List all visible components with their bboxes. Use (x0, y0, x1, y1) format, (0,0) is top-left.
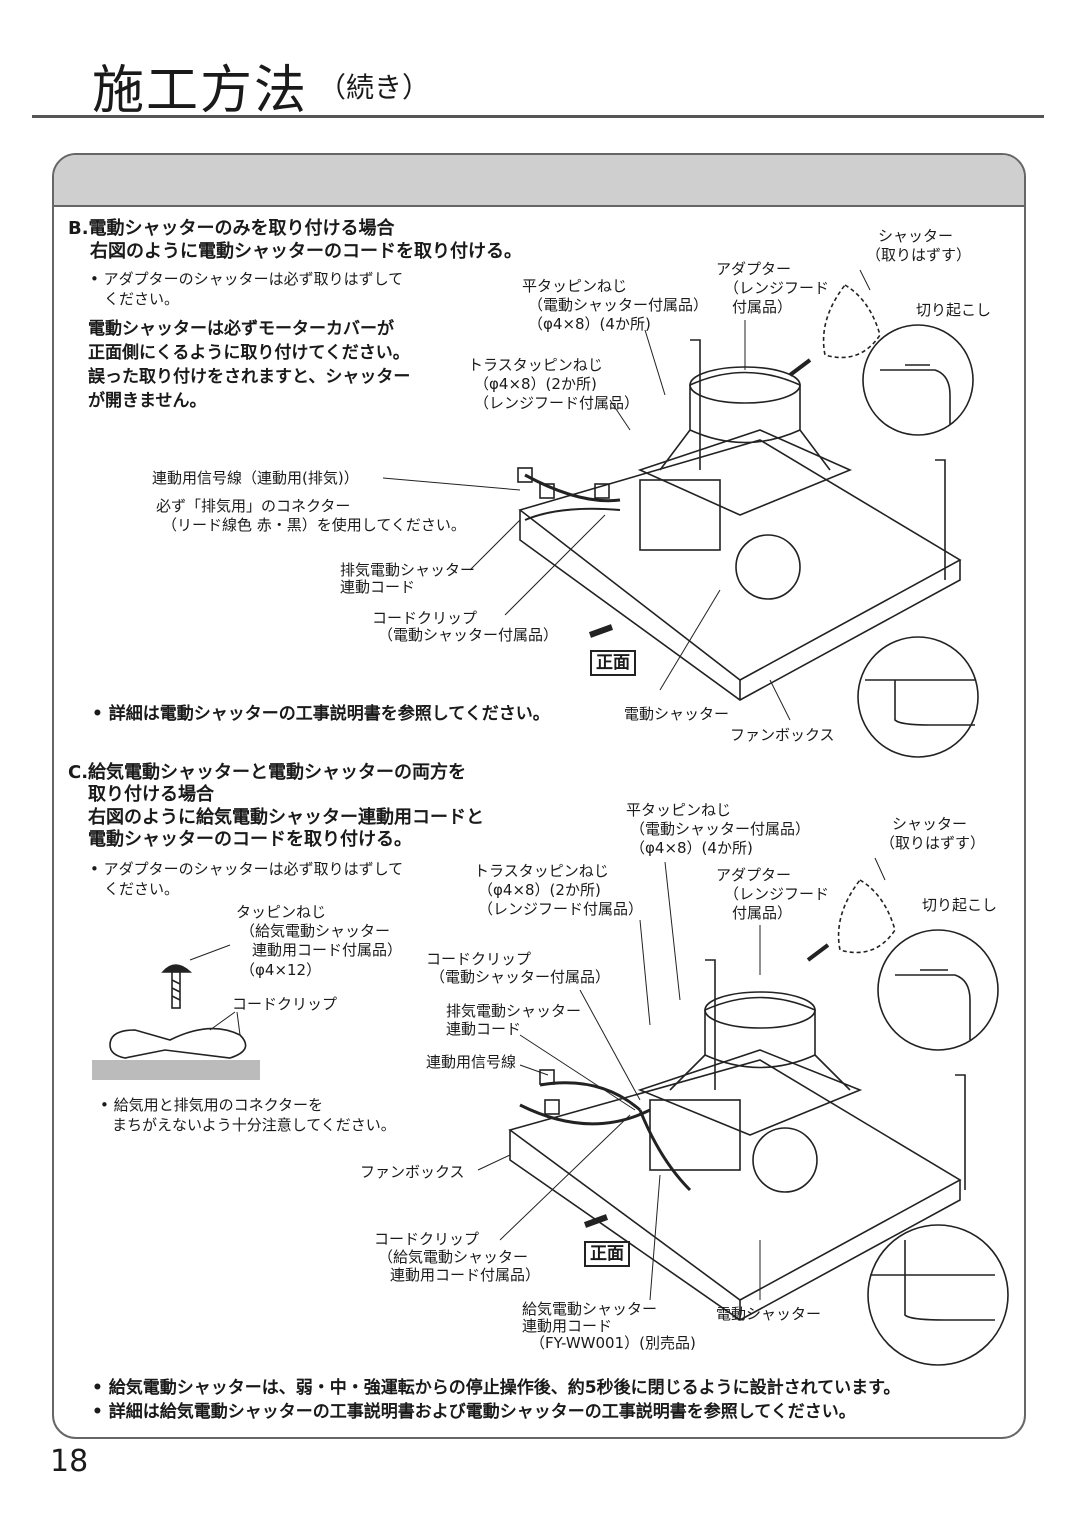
b-label-truss-screw-2: （φ4×8）(2か所) (474, 375, 597, 393)
c-label-cord-clip-bottom-2: （給気電動シャッター (378, 1248, 529, 1266)
b-label-flat-screw-3: （φ4×8）(4か所) (528, 315, 651, 333)
c-tapping-screw-2: （給気電動シャッター (240, 922, 391, 940)
c-tapping-screw-3: 連動用コード付属品） (252, 941, 403, 959)
b-label-cord-clip-2: （電動シャッター付属品） (378, 626, 559, 644)
c-label-flat-screw: 平タッピンねじ (626, 801, 732, 819)
section-c-note-1: • 給気電動シャッターは、弱・中・強運転からの停止操作後、約5秒後に閉じるように… (92, 1378, 901, 1398)
section-c-heading-2: 取り付ける場合 (88, 784, 214, 805)
b-label-connector-note-2: （リード線色 赤・黒）を使用してください。 (162, 516, 466, 534)
frame-header-bar (54, 155, 1024, 207)
c-label-fanbox: ファンボックス (360, 1163, 465, 1181)
c-label-shutter: 電動シャッター (716, 1305, 822, 1323)
b-label-shutter: 電動シャッター (624, 705, 730, 723)
b-label-shutter-remove-2: （取りはずす） (866, 246, 972, 264)
diagram-b-circle-top (862, 324, 974, 436)
c-label-truss-screw: トラスタッピンねじ (474, 862, 609, 880)
diagram-c-circle-bottom (867, 1224, 1009, 1366)
diagram-b-fanbox (517, 339, 962, 701)
b-label-flat-screw: 平タッピンねじ (522, 277, 628, 295)
section-b-warning-1: 電動シャッターは必ずモーターカバーが (88, 319, 394, 339)
section-c-instruction: 右図のように給気電動シャッター連動用コードと (88, 807, 484, 828)
c-label-adapter: アダプター (716, 866, 792, 884)
c-label-cord-clip-bottom-3: 連動用コード付属品） (390, 1266, 541, 1284)
c-label-exhaust-cord-2: 連動コード (446, 1020, 522, 1038)
section-c-instruction-2: 電動シャッターのコードを取り付ける。 (88, 829, 412, 850)
c-label-cord-clip-top-2: （電動シャッター付属品） (430, 968, 611, 986)
diagram-c-front-arrow (583, 1214, 609, 1228)
section-c-bullet-1: • アダプターのシャッターは必ず取りはずして (90, 860, 404, 878)
c-label-cord-clip-bottom: コードクリップ (374, 1230, 480, 1248)
c-label-shutter-remove-2: （取りはずす） (880, 834, 986, 852)
c-caution-1: • 給気用と排気用のコネクターを (100, 1096, 324, 1114)
section-b-warning-2: 正面側にくるように取り付けてください。 (88, 343, 410, 363)
c-front-label: 正面 (584, 1241, 630, 1267)
section-b-heading: B.電動シャッターのみを取り付ける場合 (68, 218, 395, 239)
diagram-b-leader-lines (382, 269, 871, 721)
diagram-b-circle-mid (735, 534, 801, 600)
screw-detail (109, 944, 247, 1059)
content-frame (52, 153, 1026, 1439)
section-b-instruction: 右図のように電動シャッターのコードを取り付ける。 (90, 241, 522, 262)
page-number: 18 (50, 1444, 89, 1479)
c-label-shutter-remove: シャッター (892, 815, 968, 833)
diagram-c-shutter-removed (806, 879, 896, 962)
b-label-adapter: アダプター (716, 260, 792, 278)
b-label-connector-note: 必ず「排気用」のコネクター (156, 497, 351, 515)
c-caution-2: まちがえないよう十分注意してください。 (112, 1116, 396, 1134)
section-c-bullet-2: ください。 (104, 880, 180, 898)
diagram-b-shutter-removed (788, 284, 881, 377)
c-label-exhaust-cord: 排気電動シャッター (446, 1002, 582, 1020)
b-label-shutter-remove: シャッター (878, 227, 954, 245)
c-label-flat-screw-3: （φ4×8）(4か所) (630, 839, 753, 857)
c-label-signal-line: 連動用信号線 (426, 1053, 517, 1071)
section-b-bullet-1: • アダプターのシャッターは必ず取りはずして (90, 270, 404, 288)
c-label-supply-cord: 給気電動シャッター (522, 1300, 658, 1318)
surface-hatch (92, 1060, 260, 1080)
c-label-adapter-2: （レンジフード (724, 885, 830, 903)
b-label-flat-screw-2: （電動シャッター付属品） (528, 296, 709, 314)
b-label-exhaust-cord-2: 連動コード (340, 578, 416, 596)
section-c-heading: C.給気電動シャッターと電動シャッターの両方を (68, 762, 467, 783)
c-tapping-screw-4: （φ4×12） (240, 961, 322, 979)
section-b-warning-3: 誤った取り付けをされますと、シャッター (88, 367, 411, 387)
b-label-adapter-3: 付属品） (732, 298, 793, 316)
b-label-truss-screw: トラスタッピンねじ (468, 356, 603, 374)
c-label-supply-cord-3: （FY-WW001）(別売品) (530, 1334, 696, 1352)
b-front-label: 正面 (590, 650, 636, 676)
diagram-c-leader-lines (477, 857, 886, 1301)
c-cord-clip-detail-label: コードクリップ (232, 995, 338, 1013)
diagram-b-circle-bottom (857, 636, 979, 758)
diagram-c-fanbox (508, 959, 966, 1321)
diagram-c-circle-top (877, 929, 999, 1051)
page-subtitle: （続き） (318, 71, 431, 104)
c-label-supply-cord-2: 連動用コード (522, 1317, 613, 1335)
section-b-bullet-2: ください。 (104, 290, 180, 308)
page-title: 施工方法 (92, 61, 309, 121)
c-label-cord-clip-top: コードクリップ (426, 950, 532, 968)
b-label-exhaust-cord: 排気電動シャッター (340, 561, 476, 579)
section-b-warning-4: が開きません。 (88, 391, 207, 411)
c-label-truss-screw-3: （レンジフード付属品） (478, 900, 644, 918)
diagram-b-front-arrow (588, 624, 614, 638)
section-b-note: • 詳細は電動シャッターの工事説明書を参照してください。 (92, 704, 550, 724)
c-label-adapter-3: 付属品） (732, 904, 793, 922)
c-label-flat-screw-2: （電動シャッター付属品） (630, 820, 811, 838)
b-label-cord-clip: コードクリップ (372, 609, 478, 627)
b-label-adapter-2: （レンジフード (724, 279, 830, 297)
b-label-cut-raise: 切り起こし (916, 301, 992, 319)
b-label-fanbox: ファンボックス (730, 726, 835, 744)
section-c-note-2: • 詳細は給気電動シャッターの工事説明書および電動シャッターの工事説明書を参照し… (92, 1402, 856, 1422)
c-tapping-screw: タッピンねじ (236, 903, 327, 921)
c-label-cut-raise: 切り起こし (922, 896, 998, 914)
c-label-truss-screw-2: （φ4×8）(2か所) (478, 881, 601, 899)
b-label-signal-line: 連動用信号線（連動用(排気)） (152, 469, 359, 487)
b-label-truss-screw-3: （レンジフード付属品） (474, 394, 640, 412)
title-rule (32, 115, 1044, 118)
diagram-c-circle-mid (752, 1127, 818, 1193)
